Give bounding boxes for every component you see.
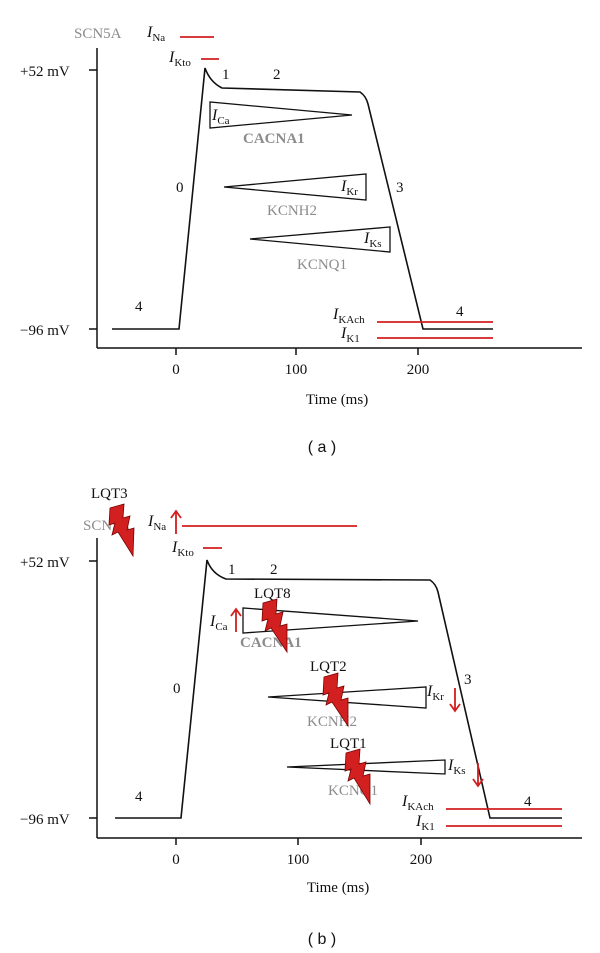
phase-label: 4 <box>135 789 143 805</box>
current-label-iks: IKs <box>363 230 382 250</box>
lqt-label: LQT2 <box>310 659 347 675</box>
x-tick-label: 0 <box>172 852 180 868</box>
phase-label: 2 <box>270 562 278 578</box>
phase-label: 1 <box>222 67 230 83</box>
gene-label-cacna1: CACNA1 <box>243 131 305 147</box>
current-label-ica: ICa <box>211 107 230 127</box>
lqt8-bolt-icon <box>261 598 288 654</box>
current-label-ikto: IKto <box>168 49 191 69</box>
phase-label: 4 <box>456 304 464 320</box>
phase-label: 0 <box>173 681 181 697</box>
phase-label: 2 <box>273 67 281 83</box>
x-tick-label: 200 <box>407 362 430 378</box>
phase-label: 3 <box>464 672 472 688</box>
y-tick-label: −96 mV <box>20 323 70 339</box>
panel-caption: ( a ) <box>308 439 336 456</box>
current-label-ica: ICa <box>209 613 228 633</box>
panel-caption: ( b ) <box>308 931 336 948</box>
iks-wedge <box>249 226 391 253</box>
gene-label-cacna1: CACNA1 <box>240 635 302 651</box>
ikr-wedge <box>223 173 367 201</box>
phase-label: 0 <box>176 180 184 196</box>
current-label-ikach: IKAch <box>401 793 434 813</box>
panel-a: +52 mV −96 mV 0 100 200 Time (ms) 0 1 2 … <box>20 24 582 456</box>
x-tick-label: 200 <box>410 852 433 868</box>
gene-label-kcnq1: KCNQ1 <box>297 257 347 273</box>
current-label-ikach: IKAch <box>332 306 365 326</box>
phase-label: 3 <box>396 180 404 196</box>
phase-label: 4 <box>135 299 143 315</box>
y-tick-label: +52 mV <box>20 64 70 80</box>
current-label-ikr: IKr <box>426 683 444 703</box>
current-label-ina: INa <box>146 24 165 44</box>
x-tick-label: 0 <box>172 362 180 378</box>
iks-down-arrow-icon <box>472 763 484 788</box>
current-label-ik1: IK1 <box>340 325 360 345</box>
panel-b: +52 mV −96 mV 0 100 200 Time (ms) 0 1 2 … <box>20 486 582 948</box>
gene-label-kcnq1: KCNQ1 <box>328 783 378 799</box>
current-label-ikto: IKto <box>171 539 194 559</box>
phase-label: 4 <box>524 794 532 810</box>
x-tick-label: 100 <box>287 852 310 868</box>
lqt1-bolt-icon <box>344 748 371 806</box>
lqt-label: LQT1 <box>330 736 367 752</box>
gene-label-kcnh2: KCNH2 <box>307 714 357 730</box>
gene-label-kcnh2: KCNH2 <box>267 203 317 219</box>
lqt-label: LQT3 <box>91 486 128 502</box>
ica-up-arrow-icon <box>230 607 242 632</box>
lqt2-bolt-icon <box>322 672 349 728</box>
x-tick-label: 100 <box>285 362 308 378</box>
action-potential-trace <box>112 67 493 330</box>
ikr-down-arrow-icon <box>449 688 461 713</box>
gene-label-scn5a: SCN5A <box>74 26 122 42</box>
y-tick-label: +52 mV <box>20 555 70 571</box>
lqt3-bolt-icon <box>108 503 135 558</box>
lqt-label: LQT8 <box>254 586 291 602</box>
current-label-iks: IKs <box>447 757 466 777</box>
y-tick-label: −96 mV <box>20 812 70 828</box>
current-label-ik1: IK1 <box>415 813 435 833</box>
x-axis-label: Time (ms) <box>307 880 369 896</box>
ica-wedge <box>209 101 353 129</box>
action-potential-trace <box>115 559 562 819</box>
current-label-ina: INa <box>147 513 166 533</box>
x-axis-label: Time (ms) <box>306 392 368 408</box>
phase-label: 1 <box>228 562 236 578</box>
ina-up-arrow-icon <box>170 509 182 534</box>
current-label-ikr: IKr <box>340 178 358 198</box>
